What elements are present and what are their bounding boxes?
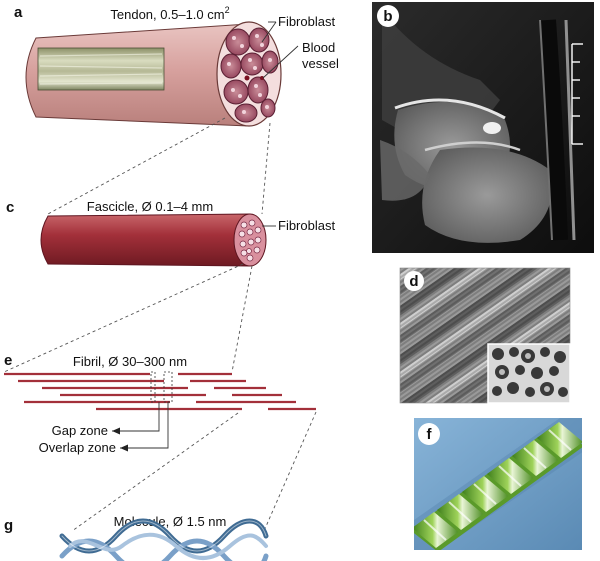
blood-vessel-dot — [245, 76, 250, 81]
mri-calcaneus-bone — [422, 148, 552, 243]
fascicle-title: Fascicle, Ø 0.1–4 mm — [87, 199, 213, 214]
arrow-head — [120, 445, 128, 452]
panel-letter-a: a — [14, 4, 23, 21]
fibroblast-label-c: Fibroblast — [278, 218, 335, 233]
blood-vessel-label-1: Blood — [302, 40, 335, 55]
gap-zone-label: Gap zone — [52, 423, 108, 438]
panel-letter-c: c — [6, 199, 14, 216]
gap-zone-leader — [112, 402, 159, 431]
zoom-line — [232, 266, 252, 372]
panel-f-afm-image: f — [410, 418, 600, 552]
fibril-title: Fibril, Ø 30–300 nm — [73, 354, 187, 369]
panel-b-mri-image: b — [372, 2, 594, 253]
tendon-title: Tendon, 0.5–1.0 cm2 — [110, 5, 229, 22]
panel-g-molecule: g Molecule, Ø 1.5 nm — [4, 514, 266, 561]
triple-helix — [62, 521, 266, 561]
panel-letter-e: e — [4, 352, 12, 369]
panel-letter-d: d — [409, 273, 418, 290]
panel-c-fascicle: c Fascicle, Ø 0.1–4 mm Fibroblast — [6, 199, 335, 266]
arrow-head — [112, 428, 120, 435]
panel-letter-g: g — [4, 517, 13, 534]
staggered-fibrils — [4, 374, 316, 409]
zoom-line — [264, 412, 316, 531]
fascicle-cylinder — [41, 214, 250, 266]
panel-d-tem-micrograph: d — [400, 268, 570, 403]
panel-a-tendon: a Tendon, 0.5–1.0 cm2 Fibroblast — [14, 4, 339, 126]
overlap-zone-label: Overlap zone — [39, 440, 116, 455]
panel-letter-b: b — [383, 8, 392, 25]
fibroblast-label-a: Fibroblast — [278, 14, 335, 29]
zoom-line — [262, 123, 270, 214]
tem-cross-section-inset — [488, 344, 570, 403]
panel-e-fibrils: e Fibril, Ø 30–300 nm Gap zone Overlap z… — [4, 352, 316, 455]
blood-vessel-label-2: vessel — [302, 56, 339, 71]
